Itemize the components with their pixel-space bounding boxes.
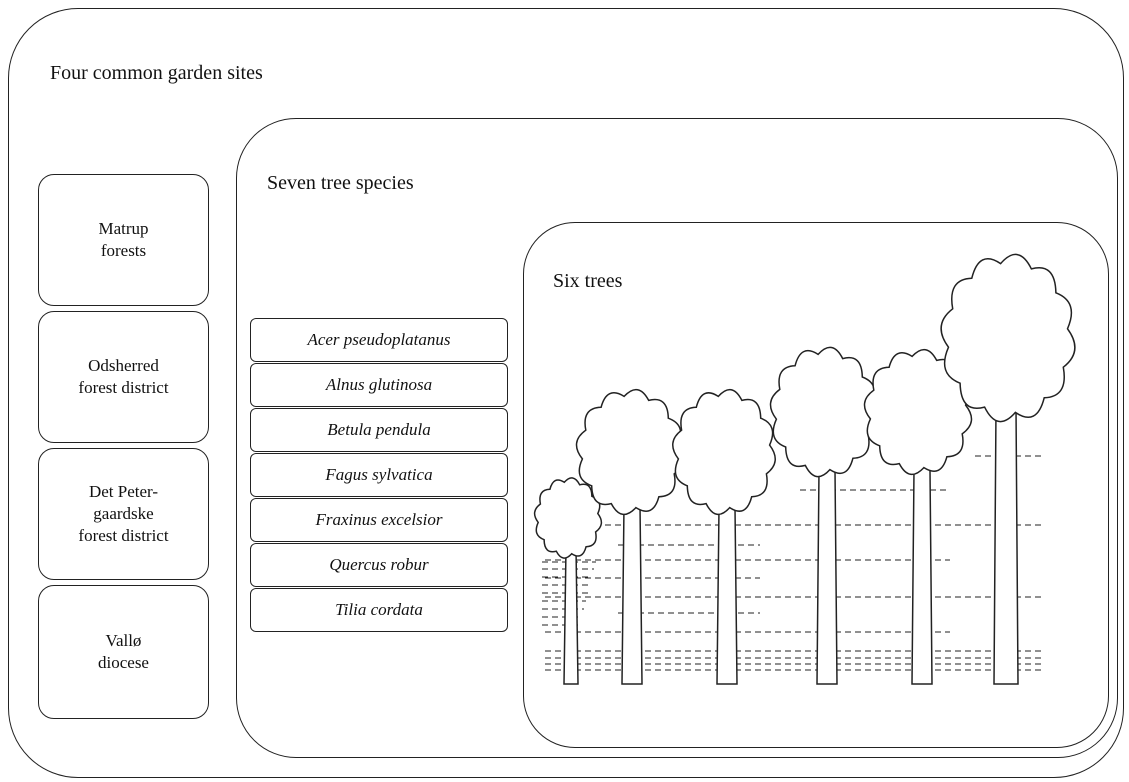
site-vallo: Vallø diocese [38, 585, 209, 719]
species-betula-pendula: Betula pendula [250, 408, 508, 452]
tree-3-crown [672, 388, 776, 516]
species-fagus-sylvatica: Fagus sylvatica [250, 453, 508, 497]
tree-4-trunk [816, 469, 838, 685]
species-quercus-robur: Quercus robur [250, 543, 508, 587]
tree-1-trunk [563, 547, 579, 685]
tree-2-trunk [621, 504, 643, 685]
tree-4-crown [769, 346, 879, 478]
common-garden-sites-title: Four common garden sites [50, 62, 263, 84]
tree-1-crown [533, 477, 603, 559]
tree-6-crown [940, 253, 1076, 423]
tree-3-trunk [716, 507, 738, 685]
tree-2-crown [575, 388, 685, 516]
tree-5-trunk [911, 469, 933, 685]
tree-6-trunk [993, 407, 1019, 685]
tree-species-title: Seven tree species [267, 172, 414, 194]
site-odsherred: Odsherred forest district [38, 311, 209, 443]
species-tilia-cordata: Tilia cordata [250, 588, 508, 632]
species-acer-pseudoplatanus: Acer pseudoplatanus [250, 318, 508, 362]
site-det-petergaardske: Det Peter- gaardske forest district [38, 448, 209, 580]
species-fraxinus-excelsior: Fraxinus excelsior [250, 498, 508, 542]
site-matrup: Matrup forests [38, 174, 209, 306]
six-trees-title: Six trees [553, 270, 623, 292]
species-alnus-glutinosa: Alnus glutinosa [250, 363, 508, 407]
